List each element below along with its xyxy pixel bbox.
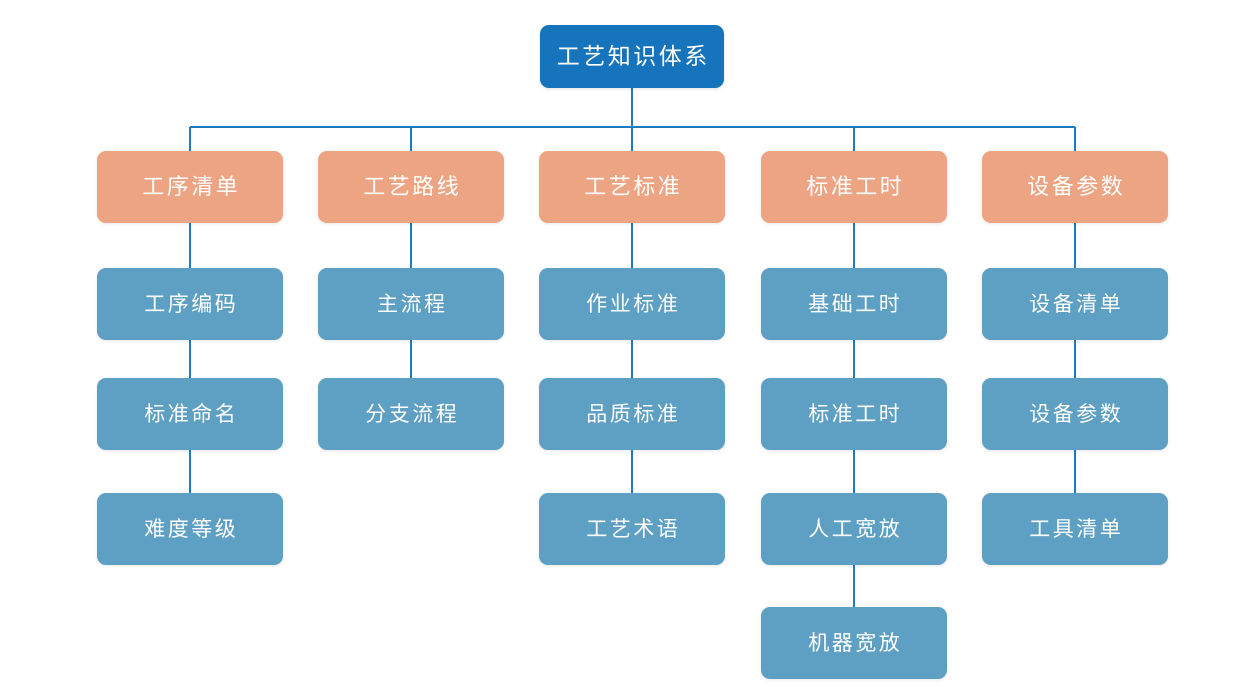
leaf-node-4-0[interactable]: 设备清单 <box>982 268 1168 340</box>
leaf-node-1-1[interactable]: 分支流程 <box>318 378 504 450</box>
leaf-node-2-1-label: 品质标准 <box>586 402 681 426</box>
root-node[interactable]: 工艺知识体系 <box>540 25 724 88</box>
leaf-node-2-2[interactable]: 工艺术语 <box>539 493 725 565</box>
leaf-node-3-2-label: 人工宽放 <box>808 517 903 541</box>
leaf-node-0-0-label: 工序编码 <box>144 292 239 316</box>
leaf-node-3-3-label: 机器宽放 <box>808 631 903 655</box>
leaf-node-4-2[interactable]: 工具清单 <box>982 493 1168 565</box>
category-node-0-label: 工序清单 <box>142 174 241 199</box>
leaf-node-4-0-label: 设备清单 <box>1029 292 1124 316</box>
leaf-node-4-1-label: 设备参数 <box>1029 402 1124 426</box>
leaf-node-2-2-label: 工艺术语 <box>586 517 681 541</box>
leaf-node-0-2[interactable]: 难度等级 <box>97 493 283 565</box>
leaf-node-2-0-label: 作业标准 <box>586 292 681 316</box>
category-node-2-label: 工艺标准 <box>584 174 683 199</box>
leaf-node-0-2-label: 难度等级 <box>144 517 239 541</box>
category-node-2[interactable]: 工艺标准 <box>539 151 725 223</box>
leaf-node-3-0-label: 基础工时 <box>808 292 903 316</box>
root-node-label: 工艺知识体系 <box>556 43 710 69</box>
leaf-node-4-1[interactable]: 设备参数 <box>982 378 1168 450</box>
category-node-3[interactable]: 标准工时 <box>761 151 947 223</box>
leaf-node-0-0[interactable]: 工序编码 <box>97 268 283 340</box>
leaf-node-3-1-label: 标准工时 <box>808 402 903 426</box>
category-node-1[interactable]: 工艺路线 <box>318 151 504 223</box>
leaf-node-2-0[interactable]: 作业标准 <box>539 268 725 340</box>
category-node-1-label: 工艺路线 <box>363 174 462 199</box>
leaf-node-2-1[interactable]: 品质标准 <box>539 378 725 450</box>
category-node-4[interactable]: 设备参数 <box>982 151 1168 223</box>
leaf-node-3-0[interactable]: 基础工时 <box>761 268 947 340</box>
leaf-node-1-1-label: 分支流程 <box>365 402 460 426</box>
leaf-node-3-3[interactable]: 机器宽放 <box>761 607 947 679</box>
leaf-node-0-1[interactable]: 标准命名 <box>97 378 283 450</box>
leaf-node-1-0[interactable]: 主流程 <box>318 268 504 340</box>
leaf-node-3-2[interactable]: 人工宽放 <box>761 493 947 565</box>
leaf-node-4-2-label: 工具清单 <box>1029 517 1124 541</box>
leaf-node-3-1[interactable]: 标准工时 <box>761 378 947 450</box>
category-node-4-label: 设备参数 <box>1027 174 1126 199</box>
category-node-0[interactable]: 工序清单 <box>97 151 283 223</box>
leaf-node-1-0-label: 主流程 <box>377 292 448 316</box>
category-node-3-label: 标准工时 <box>806 174 905 199</box>
leaf-node-0-1-label: 标准命名 <box>144 402 239 426</box>
